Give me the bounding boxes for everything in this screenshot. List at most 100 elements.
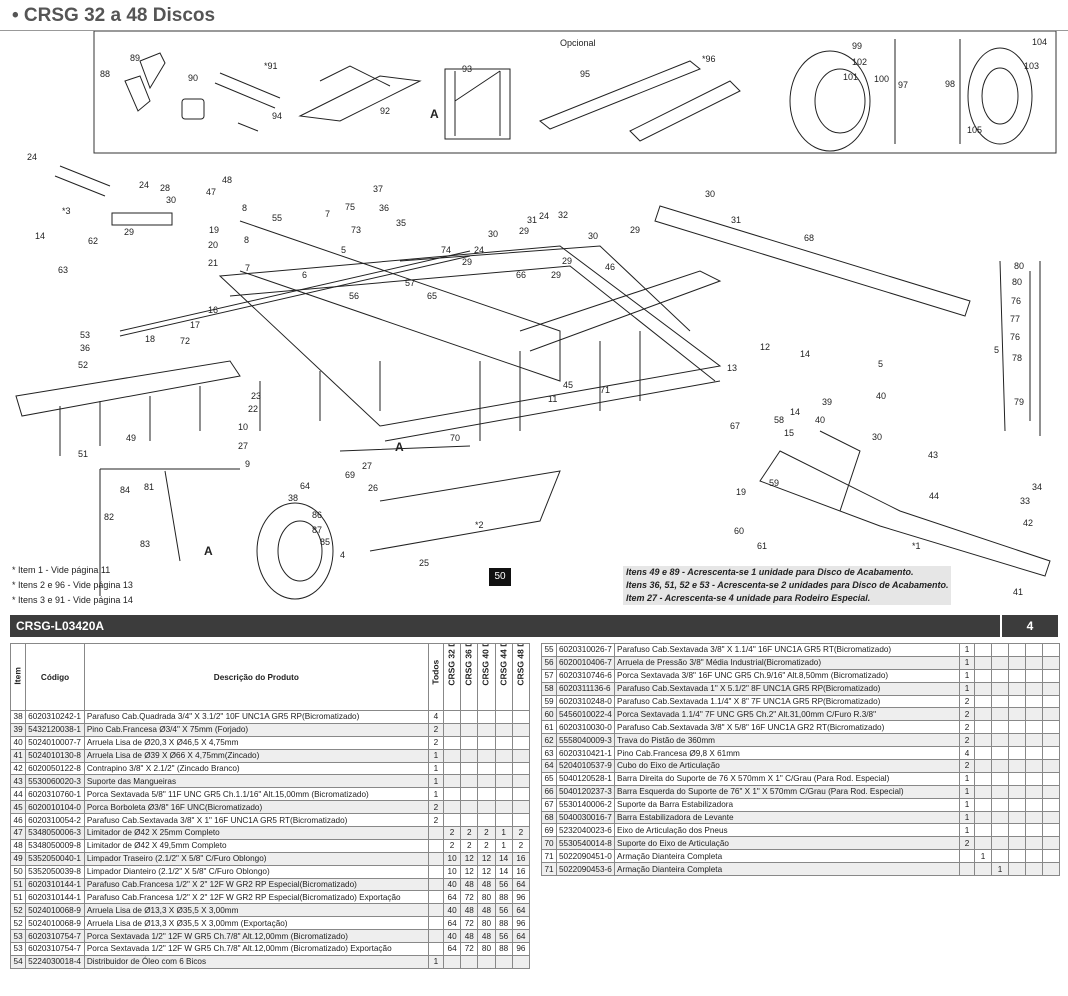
cell-48 (1042, 797, 1060, 812)
svg-text:101: 101 (843, 72, 858, 82)
cell-44 (1025, 810, 1043, 825)
svg-text:70: 70 (450, 433, 460, 443)
cell-todos (959, 849, 975, 864)
page-number: 4 (1002, 615, 1058, 637)
cell-descricao: Parafuso Cab.Francesa 1/2" X 2" 12F W GR… (83, 877, 429, 892)
cell-codigo: 5022090451-0 (556, 849, 615, 864)
cell-item: 42 (9, 761, 27, 776)
cell-44 (1025, 836, 1043, 851)
cell-descricao: Contrapino 3/8" X 2.1/2" (Zincado Branco… (83, 761, 429, 776)
cell-44: 14 (494, 851, 513, 866)
cell-descricao: Suporte do Eixo de Articulação (614, 836, 960, 851)
cell-32: 64 (442, 890, 462, 905)
cell-32 (442, 800, 462, 815)
cell-item: 63 (541, 746, 557, 761)
cell-32 (974, 720, 992, 735)
svg-text:32: 32 (558, 210, 568, 220)
cell-36 (460, 761, 479, 776)
cell-item: 62 (541, 733, 557, 748)
cell-40 (1008, 771, 1026, 786)
cell-codigo: 6020310754-7 (25, 942, 85, 956)
cell-todos: 4 (427, 710, 444, 724)
cell-item: 47 (9, 826, 27, 840)
cell-codigo: 5024010130-8 (25, 748, 85, 763)
cell-descricao: Arruela Lisa de Ø13,3 X Ø35,5 X 3,00mm (83, 903, 429, 918)
cell-codigo: 5204010537-9 (556, 759, 615, 773)
cell-todos (427, 942, 444, 956)
cell-44: 1 (494, 838, 513, 853)
page-title: • CRSG 32 a 48 Discos (12, 5, 216, 26)
cell-40 (1008, 836, 1026, 851)
cell-item: 64 (541, 759, 557, 773)
cell-40 (1008, 810, 1026, 825)
cell-44 (1025, 862, 1043, 877)
svg-text:36: 36 (80, 343, 90, 353)
cell-item: 44 (9, 787, 27, 802)
cell-36: 72 (460, 890, 479, 905)
cell-codigo: 6020310144-1 (25, 877, 85, 892)
cell-32: 64 (442, 942, 462, 956)
cell-48 (511, 735, 531, 750)
svg-text:8: 8 (242, 203, 247, 213)
cell-44: 88 (494, 916, 513, 931)
cell-codigo: 5224030018-4 (25, 954, 85, 969)
svg-text:41: 41 (1013, 587, 1023, 597)
svg-text:93: 93 (462, 64, 472, 74)
cell-48 (511, 761, 531, 776)
svg-text:22: 22 (248, 404, 258, 414)
svg-text:16: 16 (208, 305, 218, 315)
cell-item: 54 (9, 954, 27, 969)
cell-item: 51 (9, 890, 27, 905)
cell-40 (1008, 733, 1026, 748)
cell-32 (974, 771, 992, 786)
cell-36 (991, 746, 1009, 761)
svg-text:104: 104 (1032, 37, 1047, 47)
cell-item: 67 (541, 797, 557, 812)
cell-40 (477, 761, 496, 776)
cell-40: 12 (477, 864, 496, 879)
svg-text:57: 57 (405, 278, 415, 288)
cell-40 (1008, 643, 1026, 657)
cell-44 (1025, 720, 1043, 735)
cell-48: 64 (511, 877, 531, 892)
header-44-discos: CRSG 44 Discos (494, 643, 513, 711)
cell-descricao: Arruela Lisa de Ø13,3 X Ø35,5 X 3,00mm (… (83, 916, 429, 931)
cell-44 (494, 735, 513, 750)
svg-text:*96: *96 (702, 54, 716, 64)
cell-item: 65 (541, 771, 557, 786)
cell-36 (460, 787, 479, 802)
cell-40 (1008, 784, 1026, 799)
svg-text:55: 55 (272, 213, 282, 223)
svg-text:*91: *91 (264, 61, 278, 71)
cell-48 (1042, 720, 1060, 735)
cell-todos: 2 (427, 813, 444, 828)
cell-40 (1008, 849, 1026, 864)
cell-48 (1042, 668, 1060, 683)
quantity-notes: Itens 49 e 89 - Acrescenta-se 1 unidade … (623, 566, 952, 605)
item-50-badge: 50 (489, 568, 511, 586)
cell-40 (1008, 797, 1026, 812)
cell-32 (442, 954, 462, 969)
cell-32: 10 (442, 864, 462, 879)
header-descricao: Descrição do Produto (83, 643, 429, 711)
cell-descricao: Porca Sextavada 3/8" 16F UNC GR5 Ch.9/16… (614, 668, 960, 683)
cell-36 (991, 849, 1009, 864)
svg-text:43: 43 (928, 450, 938, 460)
opcional-label: Opcional (560, 38, 596, 48)
svg-text:6: 6 (302, 270, 307, 280)
cell-todos (427, 903, 444, 918)
cell-44 (1025, 668, 1043, 683)
svg-text:89: 89 (130, 53, 140, 63)
